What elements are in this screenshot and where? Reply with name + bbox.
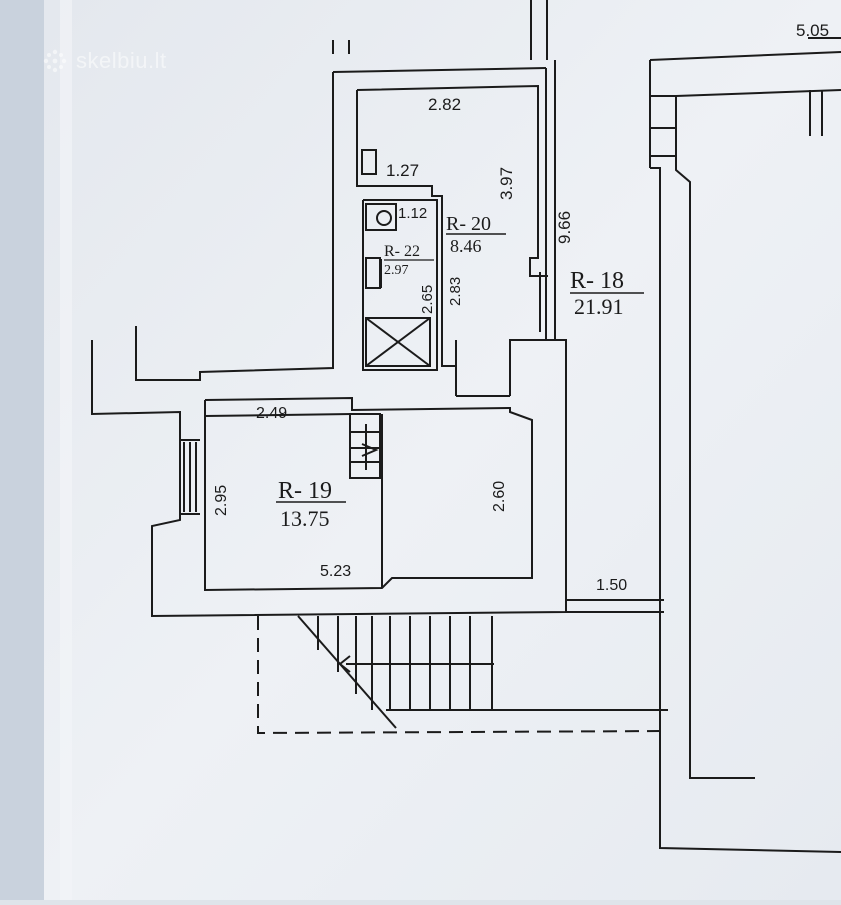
page-highlight (60, 0, 72, 900)
paper (44, 0, 841, 900)
dim-r22-width: 1.12 (398, 205, 427, 222)
dim-top-right: 5.05 (796, 21, 829, 40)
dim-r19-right: 2.60 (491, 481, 508, 512)
room-id-r22: R- 22 (384, 243, 420, 260)
room-id-r20: R- 20 (446, 213, 491, 235)
dim-r22-depth: 2.65 (419, 285, 436, 314)
dim-r20-small: 2.83 (447, 277, 464, 306)
room-area-r19: 13.75 (280, 506, 330, 531)
room-area-r22: 2.97 (384, 263, 409, 278)
dim-r19-bottom: 5.23 (320, 563, 351, 580)
watermark: skelbiu.lt (42, 46, 167, 76)
skelbiu-logo-icon (43, 49, 67, 73)
toilet-icon (376, 210, 392, 226)
dim-r20-nook: 1.27 (386, 161, 419, 180)
room-id-r18: R- 18 (570, 268, 624, 294)
dim-r19-left: 2.95 (213, 485, 230, 516)
page-edge (0, 0, 44, 900)
dim-passage-width: 1.50 (596, 577, 627, 594)
room-area-r20: 8.46 (450, 236, 482, 256)
dashed-outline (257, 616, 669, 735)
dim-r20-height: 3.97 (497, 167, 516, 200)
dim-r20-width: 2.82 (428, 95, 461, 114)
dim-corridor-length: 9.66 (555, 211, 574, 244)
walls (91, 0, 841, 853)
room-id-r19: R- 19 (278, 478, 332, 504)
dim-r19-top: 2.49 (256, 405, 287, 422)
room-area-r18: 21.91 (574, 294, 624, 319)
watermark-text: skelbiu.lt (76, 48, 167, 73)
